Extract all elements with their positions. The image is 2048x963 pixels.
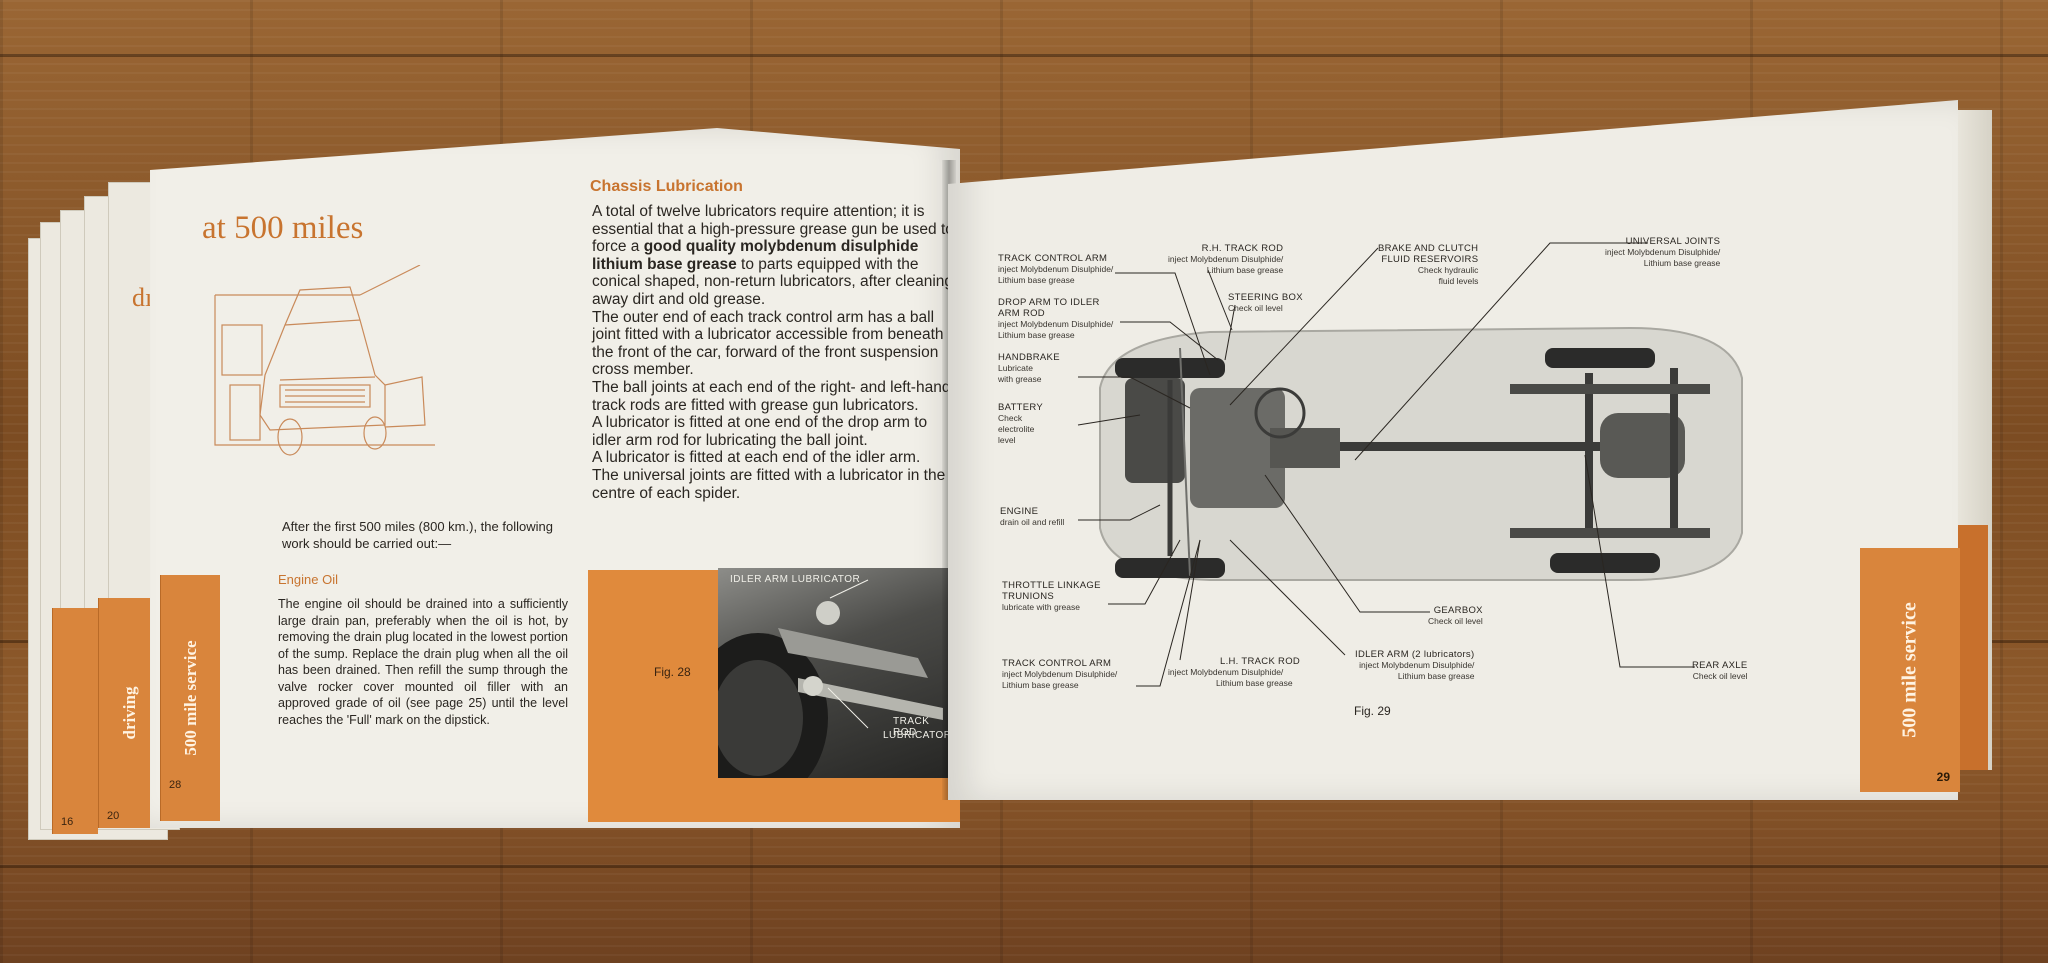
fig29-label: Fig. 29 [1354, 704, 1391, 718]
label-throttle-line1: lubricate with grease [1002, 602, 1080, 612]
fig28-callout-track-rod: TRACK ROD [893, 716, 930, 738]
label-idler-arm-line1: inject Molybdenum Disulphide/ [1359, 660, 1475, 670]
label-throttle-linkage: THROTTLE LINKAGE TRUNIONS lubricate with… [1002, 580, 1101, 613]
chassis-p1-start: A total of twelve lubricators require at… [592, 203, 954, 256]
label-handbrake-line1: Lubricate [998, 363, 1033, 373]
tab-500-mile-service-label: 500 mile service [180, 640, 200, 756]
label-drop-arm-line2: Lithium base grease [998, 330, 1075, 340]
label-rh-track-rod-title: R.H. TRACK ROD [1201, 243, 1284, 254]
tab-small[interactable]: 16 [52, 608, 98, 834]
label-track-control-arm-top-line2: Lithium base grease [998, 275, 1075, 285]
section-title: at 500 miles [202, 210, 364, 246]
fig28-photo-drawing [718, 579, 943, 778]
label-throttle-title2: TRUNIONS [1002, 591, 1055, 602]
label-brake-clutch-line1: Check hydraulic [1417, 265, 1479, 275]
chassis-paragraph-4: A lubricator is fitted at one end of the… [592, 414, 928, 449]
label-idler-arm-line2: Lithium base grease [1397, 671, 1475, 681]
chassis-p1-bold: good quality molybdenum disulphide lithi… [592, 238, 919, 273]
label-lh-track-rod: L.H. TRACK ROD inject Molybdenum Disulph… [1168, 656, 1300, 689]
label-steering-box: STEERING BOX Check oil level [1228, 292, 1303, 314]
chassis-paragraph-3: The ball joints at each end of the right… [592, 378, 951, 414]
right-stack-tab [1958, 525, 1988, 770]
label-battery-line1: Check [998, 413, 1023, 423]
label-lh-track-rod-title: L.H. TRACK ROD [1220, 656, 1301, 667]
label-brake-clutch-line2: fluid levels [1438, 276, 1479, 286]
label-gearbox-line1: Check oil level [1428, 616, 1483, 626]
label-engine-title: ENGINE [1000, 506, 1039, 517]
label-handbrake: HANDBRAKE Lubricate with grease [998, 352, 1060, 385]
engine-oil-heading: Engine Oil [278, 572, 338, 587]
label-rh-track-rod: R.H. TRACK ROD inject Molybdenum Disulph… [1168, 243, 1283, 276]
label-lh-track-rod-line1: inject Molybdenum Disulphide/ [1168, 667, 1284, 677]
fig28-callout-idler: IDLER ARM LUBRICATOR [730, 574, 861, 585]
label-brake-clutch: BRAKE AND CLUTCH FLUID RESERVOIRS Check … [1378, 243, 1478, 287]
label-track-control-arm-top-line1: inject Molybdenum Disulphide/ [998, 264, 1114, 274]
tab-500-mile-service[interactable]: 500 mile service 28 [160, 575, 220, 821]
label-rear-axle: REAR AXLE Check oil level [1692, 660, 1748, 682]
label-gearbox-title: GEARBOX [1433, 605, 1483, 616]
fig28-photo: IDLER ARM LUBRICATOR TRACK ROD LUBRICATO… [718, 568, 950, 778]
tab-500-mile-service-number: 28 [169, 779, 182, 791]
label-rear-axle-title: REAR AXLE [1692, 660, 1748, 671]
fig28-callout-lubricators: LUBRICATORS [883, 730, 950, 741]
label-universal-joints-line1: inject Molybdenum Disulphide/ [1605, 247, 1721, 257]
label-steering-box-line1: Check oil level [1228, 303, 1283, 313]
chassis-diagram [1099, 326, 1743, 581]
tab-driving[interactable]: driving 20 [98, 598, 160, 828]
label-universal-joints-line2: Lithium base grease [1643, 258, 1721, 268]
chassis-paragraph-1: A total of twelve lubricators require at… [592, 203, 954, 309]
label-battery-line3: level [998, 435, 1016, 445]
label-rh-track-rod-line1: inject Molybdenum Disulphide/ [1168, 254, 1284, 264]
chassis-paragraph-2: The outer end of each track control arm … [592, 308, 944, 379]
label-track-control-arm-bottom-title: TRACK CONTROL ARM [1002, 658, 1112, 669]
label-brake-clutch-title2: FLUID RESERVOIRS [1381, 254, 1479, 265]
label-idler-arm-title: IDLER ARM (2 lubricators) [1355, 649, 1475, 660]
fig28-label: Fig. 28 [654, 665, 691, 679]
label-battery-title: BATTERY [998, 402, 1044, 413]
label-rear-axle-line1: Check oil level [1692, 671, 1748, 681]
label-drop-arm-title: DROP ARM TO IDLER [998, 297, 1100, 308]
label-handbrake-line2: with grease [998, 374, 1042, 384]
page-number-29: 29 [1936, 770, 1950, 784]
label-battery-line2: electrolite [998, 424, 1035, 434]
label-universal-joints-title: UNIVERSAL JOINTS [1625, 236, 1721, 247]
label-idler-arm: IDLER ARM (2 lubricators) inject Molybde… [1355, 649, 1474, 682]
label-track-control-arm-bottom-line1: inject Molybdenum Disulphide/ [1002, 669, 1118, 679]
label-engine-line1: drain oil and refill [1000, 517, 1065, 527]
chassis-lubrication-heading: Chassis Lubrication [590, 178, 743, 195]
chassis-lubrication-text: A total of twelve lubricators require at… [592, 203, 954, 502]
chassis-p1-end: to parts equipped with the conical shape… [592, 255, 954, 308]
label-engine: ENGINE drain oil and refill [1000, 506, 1064, 528]
label-handbrake-title: HANDBRAKE [998, 352, 1060, 363]
intro-text: After the first 500 miles (800 km.), the… [282, 519, 553, 551]
label-gearbox: GEARBOX Check oil level [1428, 605, 1483, 627]
car-sketch-illustration [214, 265, 435, 456]
right-tab-500-mile-service[interactable]: 500 mile service 29 [1860, 548, 1960, 792]
label-steering-box-title: STEERING BOX [1228, 292, 1303, 303]
chassis-paragraph-5: A lubricator is fitted at each end of th… [592, 449, 921, 467]
label-track-control-arm-top: TRACK CONTROL ARM inject Molybdenum Disu… [998, 253, 1113, 286]
label-drop-arm-title2: ARM ROD [998, 308, 1045, 319]
label-lh-track-rod-line2: Lithium base grease [1216, 678, 1293, 688]
tab-driving-number: 20 [107, 810, 120, 822]
label-rh-track-rod-line2: Lithium base grease [1206, 265, 1284, 275]
label-track-control-arm-bottom: TRACK CONTROL ARM inject Molybdenum Disu… [1002, 658, 1117, 691]
chassis-paragraph-6: The universal joints are fitted with a l… [592, 466, 946, 502]
label-drop-arm: DROP ARM TO IDLER ARM ROD inject Molybde… [998, 297, 1113, 341]
label-brake-clutch-title: BRAKE AND CLUTCH [1378, 243, 1479, 254]
tab-small-number: 16 [61, 816, 74, 828]
partial-heading: dı [132, 283, 153, 312]
label-universal-joints: UNIVERSAL JOINTS inject Molybdenum Disul… [1605, 236, 1720, 269]
label-drop-arm-line1: inject Molybdenum Disulphide/ [998, 319, 1114, 329]
label-battery: BATTERY Check electrolite level [998, 402, 1043, 446]
right-tab-label: 500 mile service [1898, 602, 1921, 738]
label-track-control-arm-bottom-line2: Lithium base grease [1002, 680, 1079, 690]
label-track-control-arm-top-title: TRACK CONTROL ARM [998, 253, 1108, 264]
tab-driving-label: driving [119, 686, 139, 740]
engine-oil-text: The engine oil should be drained into a … [278, 597, 568, 727]
label-throttle-title: THROTTLE LINKAGE [1002, 580, 1101, 591]
